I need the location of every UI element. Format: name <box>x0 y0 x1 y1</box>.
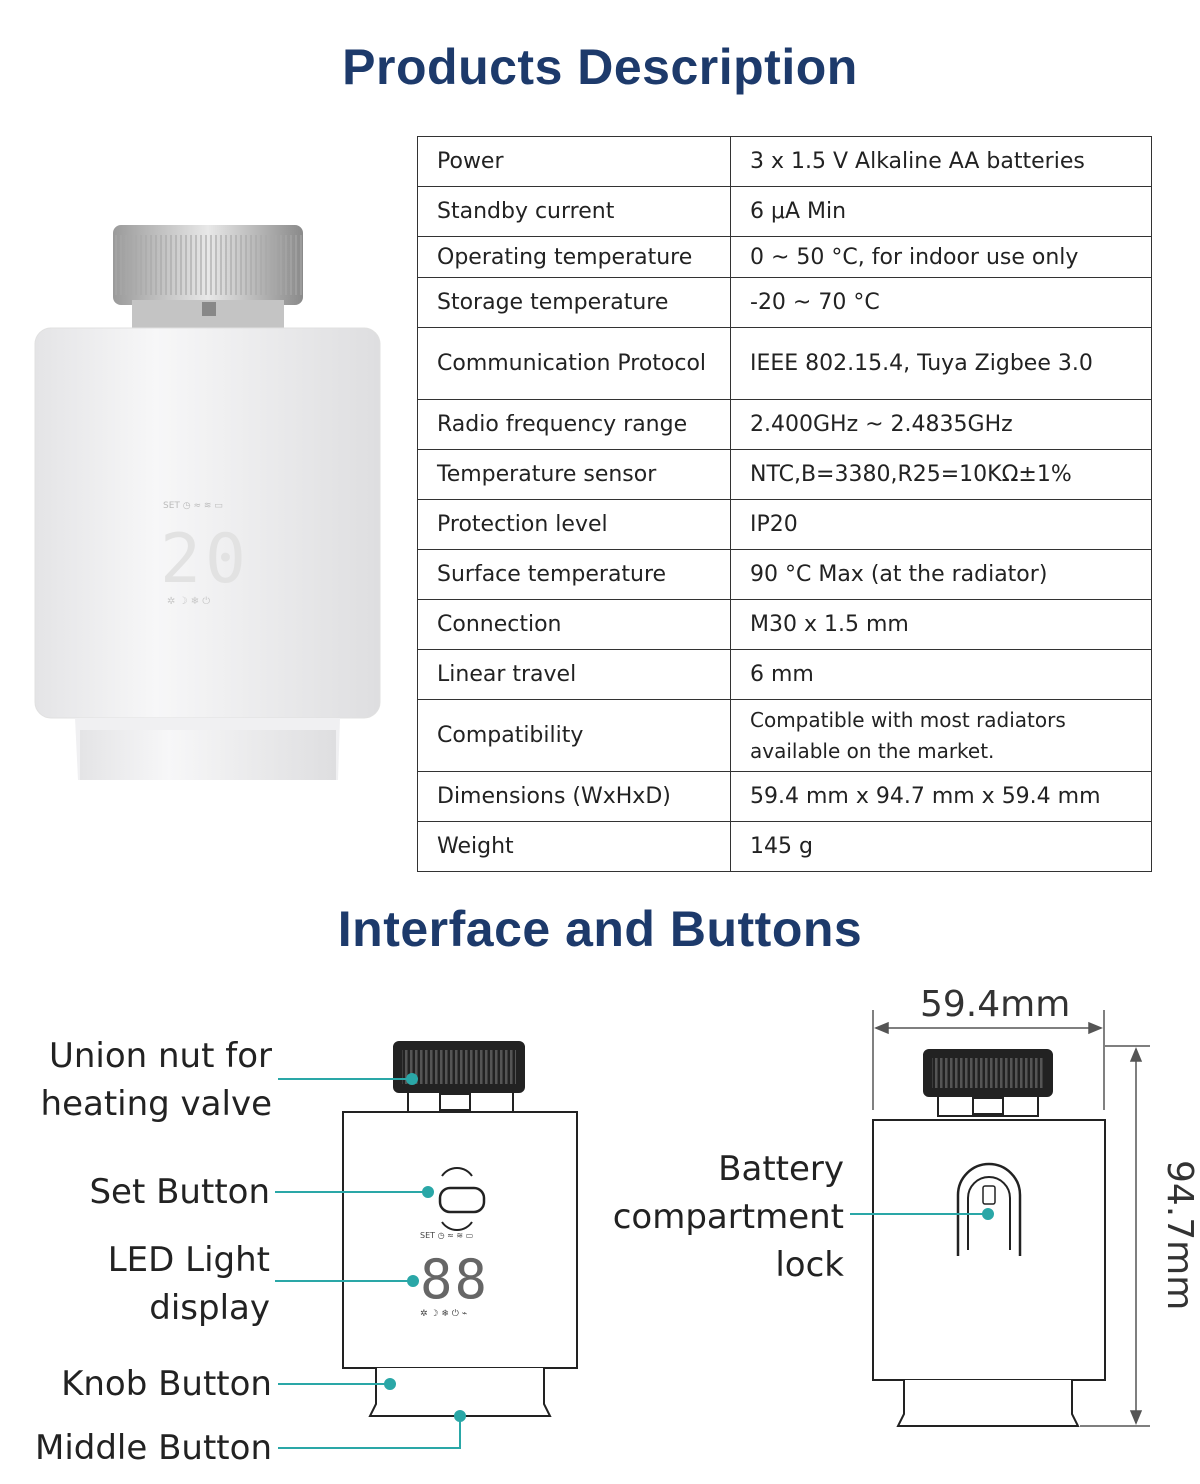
set-button-label: Set Button <box>89 1172 270 1212</box>
spec-value: 6 mm <box>730 649 1152 700</box>
battery-lock-label-line1: Battery <box>718 1149 844 1189</box>
knob-button-label: Knob Button <box>61 1364 272 1404</box>
led-digits-drawing: 88 <box>420 1248 489 1311</box>
led-display-label: LED Light display <box>20 1236 270 1332</box>
spec-label: Communication Protocol <box>417 327 731 400</box>
products-description-heading: Products Description <box>342 39 858 95</box>
spec-value: IEEE 802.15.4, Tuya Zigbee 3.0 <box>730 327 1152 400</box>
led-display-label-line1: LED Light <box>107 1240 270 1280</box>
svg-text:SET ◷ ≈ ≋ ▭: SET ◷ ≈ ≋ ▭ <box>163 501 223 511</box>
battery-lock-label: Battery compartment lock <box>560 1145 844 1289</box>
spec-label: Operating temperature <box>417 236 731 278</box>
spec-value: 59.4 mm x 94.7 mm x 59.4 mm <box>730 771 1152 822</box>
table-row: Storage temperature-20 ~ 70 °C <box>417 277 1152 328</box>
spec-value: 6 μA Min <box>730 186 1152 237</box>
led-temperature-photo: 20 <box>160 520 250 599</box>
battery-lock-label-line2: compartment <box>612 1197 844 1237</box>
spec-value: 2.400GHz ~ 2.4835GHz <box>730 399 1152 450</box>
spec-value: 145 g <box>730 821 1152 872</box>
spec-label: Radio frequency range <box>417 399 731 450</box>
spec-label: Storage temperature <box>417 277 731 328</box>
union-nut-label-line1: Union nut for <box>48 1036 272 1076</box>
spec-label: Dimensions (WxHxD) <box>417 771 731 822</box>
svg-text:SET ◷ ≈ ≋ ▭: SET ◷ ≈ ≋ ▭ <box>420 1231 473 1240</box>
spec-label: Connection <box>417 599 731 650</box>
width-dimension-label: 59.4mm <box>920 984 1071 1025</box>
union-nut-label: Union nut for heating valve <box>20 1032 272 1128</box>
spec-label: Weight <box>417 821 731 872</box>
svg-text:✲ ☽ ❄ ⏻ ⌁: ✲ ☽ ❄ ⏻ ⌁ <box>420 1308 467 1319</box>
width-dimension-line <box>872 1010 1105 1110</box>
thermostat-photo: SET ◷ ≈ ≋ ▭ 20 ✲ ☽ ❄ ⏻ <box>34 225 381 780</box>
callout-lines <box>275 1073 994 1449</box>
spec-label: Surface temperature <box>417 549 731 600</box>
spec-value: NTC,B=3380,R25=10KΩ±1% <box>730 449 1152 500</box>
spec-value: Compatible with most radiators available… <box>730 699 1152 772</box>
union-nut-label-line2: heating valve <box>40 1084 272 1124</box>
side-view-drawing <box>872 1049 1106 1427</box>
battery-lock-label-line3: lock <box>775 1245 844 1285</box>
spec-label: Temperature sensor <box>417 449 731 500</box>
spec-value: M30 x 1.5 mm <box>730 599 1152 650</box>
height-dimension-line <box>1080 1045 1150 1427</box>
front-view-drawing <box>342 1041 578 1417</box>
svg-text:✲ ☽ ❄ ⏻: ✲ ☽ ❄ ⏻ <box>167 596 210 607</box>
spec-label: Protection level <box>417 499 731 550</box>
interface-buttons-heading: Interface and Buttons <box>337 901 863 957</box>
table-row: Dimensions (WxHxD)59.4 mm x 94.7 mm x 59… <box>417 771 1152 822</box>
spec-value: 90 °C Max (at the radiator) <box>730 549 1152 600</box>
spec-value: 3 x 1.5 V Alkaline AA batteries <box>730 136 1152 187</box>
spec-value: IP20 <box>730 499 1152 550</box>
spec-value: -20 ~ 70 °C <box>730 277 1152 328</box>
middle-button-label: Middle Button <box>34 1428 272 1468</box>
led-display-label-line2: display <box>149 1288 270 1328</box>
